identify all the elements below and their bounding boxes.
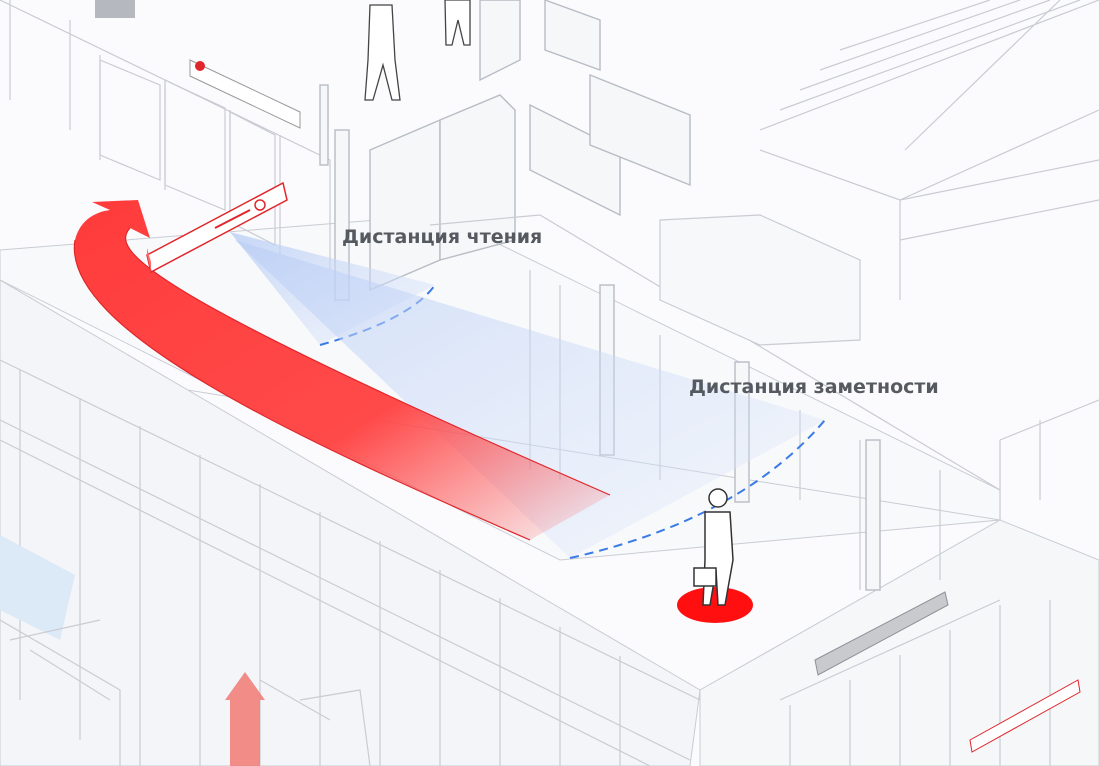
grey-sign: [814, 591, 949, 676]
metro-logo-icon: [195, 61, 205, 71]
blue-glass-panel: [0, 535, 75, 640]
route-arrow: [73, 200, 611, 541]
escalator: [0, 619, 371, 766]
visibility-distance-label: Дистанция заметности: [689, 376, 939, 398]
glass-railing: [0, 359, 701, 766]
background-people: [364, 0, 471, 101]
entrance-doors: [0, 0, 331, 270]
pillars: [319, 84, 881, 591]
metro-wall-sign: [189, 59, 301, 129]
right-entrance-doors: [779, 599, 1051, 766]
metro-logo-icon: [254, 199, 266, 211]
lower-red-arrow: [225, 672, 265, 766]
staircase: [759, 0, 1099, 300]
metro-sign-bottom: [969, 679, 1081, 753]
metro-hanging-sign: [146, 59, 1081, 753]
reading-distance-label: Дистанция чтения: [342, 226, 543, 248]
person-with-briefcase: [677, 488, 753, 623]
